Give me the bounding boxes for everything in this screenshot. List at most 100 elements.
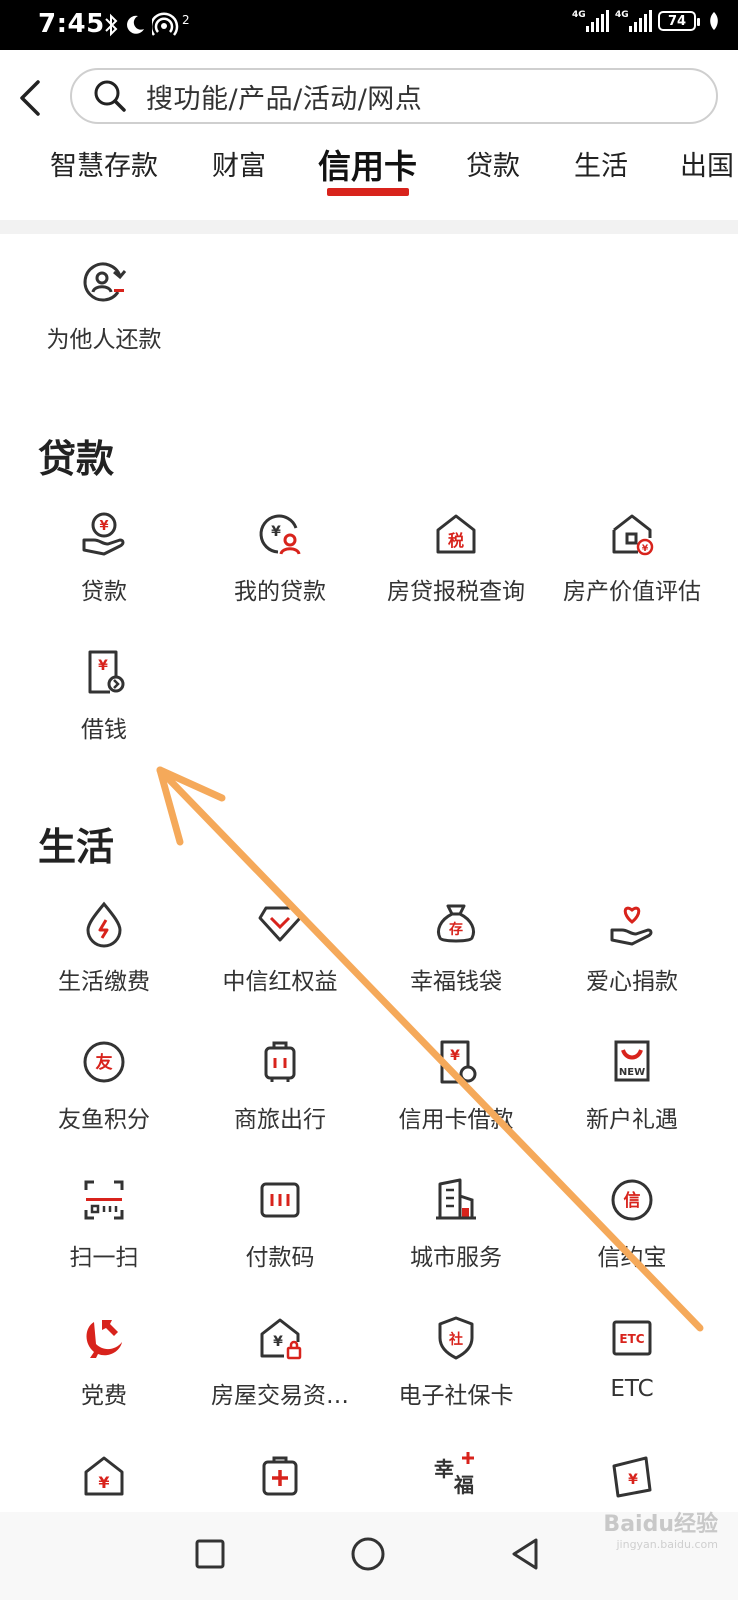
grid-item-business-travel[interactable]: 商旅出行 bbox=[192, 1038, 368, 1158]
watermark-brand: Baidu经验 bbox=[603, 1512, 718, 1537]
tab-life[interactable]: 生活 bbox=[574, 151, 628, 182]
grid-item-xinyuebao[interactable]: 信 信约宝 bbox=[544, 1176, 720, 1296]
battery-icon: 74 bbox=[658, 11, 700, 31]
grid-item-loan[interactable]: ¥ 贷款 bbox=[16, 510, 192, 630]
category-tabs: 智慧存款 财富 信用卡 贷款 生活 出国 bbox=[0, 136, 738, 210]
grid-item-party-dues[interactable]: 党费 bbox=[16, 1314, 192, 1434]
watermark-url: jingyan.baidu.com bbox=[616, 1538, 718, 1551]
grid-item-mortgage-tax[interactable]: 税 房贷报税查询 bbox=[368, 510, 544, 630]
network-label: 4G bbox=[615, 10, 629, 20]
grid-item-borrow-money[interactable]: ¥ 借钱 bbox=[16, 648, 192, 768]
bluetooth-icon bbox=[105, 13, 118, 37]
grid-item-label: 爱心捐款 bbox=[586, 969, 678, 995]
svg-text:¥: ¥ bbox=[450, 1048, 460, 1064]
grid-item-house-transaction[interactable]: ¥ 房屋交易资… bbox=[192, 1314, 368, 1434]
svg-text:社: 社 bbox=[448, 1331, 463, 1348]
signal-icon-2: 4G bbox=[615, 10, 652, 32]
property-valuation-icon: ¥ bbox=[612, 514, 654, 556]
svg-text:¥: ¥ bbox=[98, 658, 108, 674]
etc-icon: ETC bbox=[612, 1320, 652, 1356]
status-right: 4G 4G 74 bbox=[572, 10, 720, 32]
grid-item-happiness-money-bag[interactable]: 存 幸福钱袋 bbox=[368, 900, 544, 1020]
grid-item-citic-red-benefits[interactable]: 中信红权益 bbox=[192, 900, 368, 1020]
svg-text:存: 存 bbox=[449, 921, 463, 938]
grid-item-social-security-card[interactable]: 社 电子社保卡 bbox=[368, 1314, 544, 1434]
grid-item-ticket-yuan[interactable]: ¥ bbox=[544, 1452, 720, 1512]
grid-item-house-fund[interactable]: ¥ bbox=[16, 1452, 192, 1512]
credit-card-loan-icon: ¥ bbox=[440, 1040, 477, 1084]
grid-item-label: 生活缴费 bbox=[58, 969, 150, 995]
mortgage-tax-icon: 税 bbox=[436, 514, 476, 554]
borrow-money-icon: ¥ bbox=[88, 650, 125, 694]
recent-apps-icon[interactable] bbox=[188, 1532, 232, 1576]
grid-item-utility-payment[interactable]: 生活缴费 bbox=[16, 900, 192, 1020]
grid-item-my-loan[interactable]: ¥ 我的贷款 bbox=[192, 510, 368, 630]
grid-item-label: 幸福钱袋 bbox=[410, 969, 502, 995]
grid-item-payment-code[interactable]: 付款码 bbox=[192, 1176, 368, 1296]
tab-abroad[interactable]: 出国 bbox=[680, 151, 734, 182]
my-loan-icon: ¥ bbox=[259, 514, 301, 555]
tab-loan[interactable]: 贷款 bbox=[466, 151, 520, 182]
svg-text:¥: ¥ bbox=[271, 524, 281, 540]
active-tab-indicator bbox=[327, 188, 409, 196]
youyu-points-icon: 友 bbox=[83, 1041, 125, 1083]
svg-text:税: 税 bbox=[448, 531, 464, 550]
grid-item-label: 贷款 bbox=[81, 579, 127, 605]
scan-icon bbox=[84, 1180, 124, 1220]
back-button[interactable] bbox=[14, 76, 50, 120]
back-arrow-icon bbox=[20, 80, 40, 116]
grid-item-label: 为他人还款 bbox=[46, 327, 162, 353]
search-input[interactable]: 搜功能/产品/活动/网点 bbox=[70, 68, 718, 124]
status-left-icons: 2 bbox=[104, 12, 190, 38]
grid-item-happiness-plus[interactable]: 幸 福 bbox=[368, 1448, 544, 1512]
grid-item-medical-kit[interactable] bbox=[192, 1452, 368, 1512]
ticket-yuan-icon: ¥ bbox=[612, 1456, 652, 1498]
house-fund-icon: ¥ bbox=[84, 1456, 124, 1496]
divider-band bbox=[0, 220, 738, 234]
search-placeholder: 搜功能/产品/活动/网点 bbox=[146, 83, 423, 115]
grid-item-label: 新户礼遇 bbox=[586, 1107, 678, 1133]
medical-kit-icon bbox=[262, 1456, 298, 1496]
grid-item-credit-card-loan[interactable]: ¥ 信用卡借款 bbox=[368, 1038, 544, 1158]
tab-credit-card[interactable]: 信用卡 bbox=[318, 147, 417, 186]
xinyuebao-icon: 信 bbox=[611, 1179, 653, 1221]
grid-item-label: 中信红权益 bbox=[222, 969, 338, 995]
city-services-icon bbox=[436, 1178, 476, 1220]
grid-item-label: 党费 bbox=[81, 1383, 127, 1409]
tab-smart-deposit[interactable]: 智慧存款 bbox=[50, 151, 158, 182]
grid-item-label: 我的贷款 bbox=[234, 579, 326, 605]
tab-wealth[interactable]: 财富 bbox=[212, 151, 266, 182]
grid-item-label: 信约宝 bbox=[597, 1245, 667, 1271]
home-icon[interactable] bbox=[346, 1532, 390, 1576]
grid-item-label: 付款码 bbox=[245, 1245, 315, 1271]
grid-item-charity-donation[interactable]: 爱心捐款 bbox=[544, 900, 720, 1020]
new-customer-gift-icon: NEW bbox=[614, 1040, 650, 1082]
search-icon bbox=[94, 80, 126, 112]
charity-donation-icon bbox=[610, 906, 653, 946]
grid-item-property-valuation[interactable]: ¥ 房产价值评估 bbox=[544, 510, 720, 630]
grid-item-etc[interactable]: ETC ETC bbox=[544, 1314, 720, 1434]
grid-item-label: ETC bbox=[610, 1376, 654, 1402]
section-title-life: 生活 bbox=[38, 825, 115, 869]
grid-item-scan[interactable]: 扫一扫 bbox=[16, 1176, 192, 1296]
happiness-plus-icon: 幸 福 bbox=[434, 1452, 474, 1496]
svg-text:幸: 幸 bbox=[434, 1457, 454, 1481]
back-triangle-icon[interactable] bbox=[504, 1532, 548, 1576]
payment-code-icon bbox=[260, 1182, 300, 1218]
citic-red-benefits-icon bbox=[258, 906, 302, 942]
signal-icon-1: 4G bbox=[572, 10, 609, 32]
grid-item-label: 房屋交易资… bbox=[211, 1383, 349, 1409]
grid-item-repay-for-others[interactable]: 为他人还款 bbox=[16, 258, 192, 378]
grid-item-city-services[interactable]: 城市服务 bbox=[368, 1176, 544, 1296]
loan-hand-icon: ¥ bbox=[82, 512, 125, 556]
svg-text:¥: ¥ bbox=[642, 544, 649, 554]
utility-payment-icon bbox=[86, 901, 122, 948]
svg-text:NEW: NEW bbox=[619, 1067, 645, 1078]
hotspot-superscript: 2 bbox=[182, 13, 190, 27]
grid-item-label: 商旅出行 bbox=[234, 1107, 326, 1133]
system-nav-bar bbox=[0, 1512, 738, 1600]
party-dues-icon bbox=[86, 1320, 122, 1358]
grid-item-new-customer-gift[interactable]: NEW 新户礼遇 bbox=[544, 1038, 720, 1158]
baidu-watermark: Baidu经验 jingyan.baidu.com bbox=[603, 1506, 718, 1551]
grid-item-youyu-points[interactable]: 友 友鱼积分 bbox=[16, 1038, 192, 1158]
